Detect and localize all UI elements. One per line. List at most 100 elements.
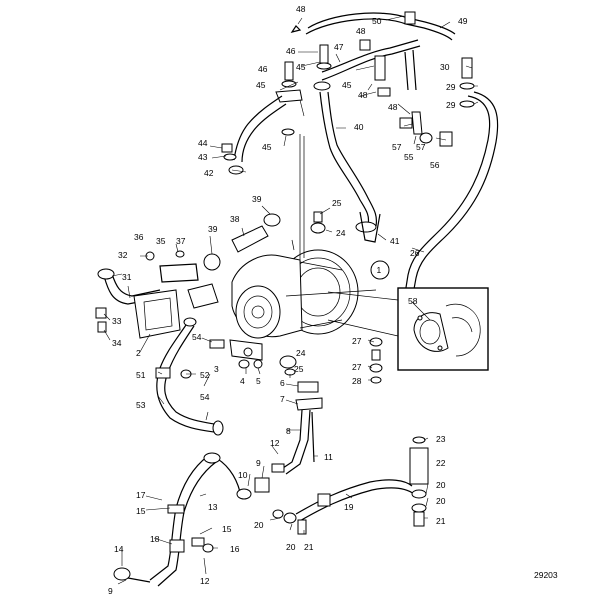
label-20-left: 20 bbox=[254, 520, 264, 530]
fitting-55 bbox=[411, 111, 423, 135]
hose-end-9 bbox=[127, 577, 151, 583]
label-12-upper: 12 bbox=[270, 438, 280, 448]
label-26: 26 bbox=[410, 248, 420, 258]
seal-57-left bbox=[399, 117, 413, 129]
pipe-53-inner bbox=[164, 325, 215, 425]
label-29-upper: 29 bbox=[446, 82, 456, 92]
washer-45-right bbox=[316, 62, 332, 70]
label-8: 8 bbox=[286, 426, 291, 436]
hose-38 bbox=[231, 225, 269, 253]
pipe-42 bbox=[233, 95, 283, 161]
oil-pipe-8 bbox=[279, 409, 303, 471]
label-11: 11 bbox=[324, 452, 333, 462]
detail-leader-lines bbox=[327, 291, 399, 337]
oil-pipe-8-inner bbox=[285, 409, 311, 475]
pipe-31 bbox=[103, 275, 161, 305]
banjo-54-upper bbox=[183, 317, 197, 327]
clamp-48-mid bbox=[359, 39, 371, 51]
label-27-upper: 27 bbox=[352, 336, 362, 346]
label-38: 38 bbox=[230, 214, 240, 224]
label-20-lower: 20 bbox=[436, 496, 446, 506]
clamp-14 bbox=[113, 567, 131, 581]
oil-pipe-26-inner bbox=[411, 91, 499, 301]
hose-segment-48 bbox=[404, 49, 417, 91]
label-21-right: 21 bbox=[436, 516, 446, 526]
oil-pipe-8-stub bbox=[311, 411, 315, 463]
washer-29-lower bbox=[459, 100, 475, 108]
label-50: 50 bbox=[372, 16, 382, 26]
detail-flange-58 bbox=[413, 303, 481, 357]
nut-37 bbox=[175, 250, 185, 258]
bolt-16 bbox=[202, 543, 214, 553]
label-19: 19 bbox=[344, 502, 354, 512]
banjo-45 bbox=[313, 81, 331, 91]
banjo-54-lower bbox=[212, 420, 224, 436]
washer-45-left bbox=[281, 80, 297, 88]
hose-47-inner bbox=[321, 45, 421, 81]
clamp-15-upper bbox=[167, 504, 185, 514]
label-45-right: 45 bbox=[342, 80, 352, 90]
label-29-lower: 29 bbox=[446, 100, 456, 110]
clamp-48-lower bbox=[377, 87, 391, 97]
banjo-fitting-45 bbox=[275, 89, 303, 103]
bolt-34 bbox=[97, 321, 107, 333]
label-57-left: 57 bbox=[392, 142, 402, 152]
bolt-21-right bbox=[413, 511, 425, 527]
label-48-top: 48 bbox=[296, 4, 306, 14]
label-22: 22 bbox=[436, 458, 446, 468]
label-56: 56 bbox=[430, 160, 440, 170]
pipe-19 bbox=[295, 479, 413, 515]
label-39-left: 39 bbox=[208, 224, 218, 234]
clip-50 bbox=[404, 11, 416, 25]
label-13: 13 bbox=[208, 502, 218, 512]
label-2: 2 bbox=[136, 348, 141, 358]
label-7: 7 bbox=[280, 394, 285, 404]
fitting-35 bbox=[159, 263, 199, 283]
turbocharger-1 bbox=[229, 134, 377, 361]
washer-27-upper bbox=[369, 337, 383, 347]
bolt-28 bbox=[370, 376, 382, 384]
seal-32 bbox=[97, 268, 115, 280]
washer-45-lower bbox=[281, 128, 295, 136]
clamp-39-right bbox=[263, 213, 281, 227]
label-46-upper: 46 bbox=[286, 46, 296, 56]
label-45-lower: 45 bbox=[262, 142, 272, 152]
washer-27-lower bbox=[369, 363, 383, 373]
pipe-31-inner bbox=[111, 273, 161, 297]
clamp-18 bbox=[169, 539, 185, 553]
pipe-19-sleeve bbox=[317, 493, 331, 507]
seal-23 bbox=[412, 436, 426, 444]
label-48-right: 48 bbox=[388, 102, 398, 112]
label-20-bottom: 20 bbox=[286, 542, 296, 552]
label-49: 49 bbox=[458, 16, 468, 26]
label-41: 41 bbox=[390, 236, 400, 246]
label-18: 18 bbox=[150, 534, 160, 544]
washer-43 bbox=[223, 153, 237, 161]
label-4: 4 bbox=[240, 376, 245, 386]
label-27-lower: 27 bbox=[352, 362, 362, 372]
bolt-46-left bbox=[284, 61, 294, 81]
banjo-20 bbox=[272, 509, 284, 519]
label-16: 16 bbox=[230, 544, 240, 554]
label-9-lower: 9 bbox=[108, 586, 113, 596]
label-54-lower: 54 bbox=[200, 392, 210, 402]
label-51: 51 bbox=[136, 370, 146, 380]
label-47: 47 bbox=[334, 42, 344, 52]
pipe-19-inner bbox=[297, 487, 415, 523]
washer-29-upper bbox=[459, 82, 475, 90]
washer-42 bbox=[228, 165, 244, 175]
label-20-upper: 20 bbox=[436, 480, 446, 490]
label-42: 42 bbox=[204, 168, 214, 178]
label-30: 30 bbox=[440, 62, 450, 72]
label-48-lower: 48 bbox=[358, 90, 368, 100]
bolt-30 bbox=[461, 57, 473, 79]
clamp-51 bbox=[155, 367, 171, 379]
leader-lines bbox=[103, 15, 479, 585]
label-36: 36 bbox=[134, 232, 144, 242]
label-35: 35 bbox=[156, 236, 166, 246]
label-15-lower: 15 bbox=[222, 524, 232, 534]
label-52: 52 bbox=[200, 370, 210, 380]
seal-57-right bbox=[419, 132, 433, 144]
